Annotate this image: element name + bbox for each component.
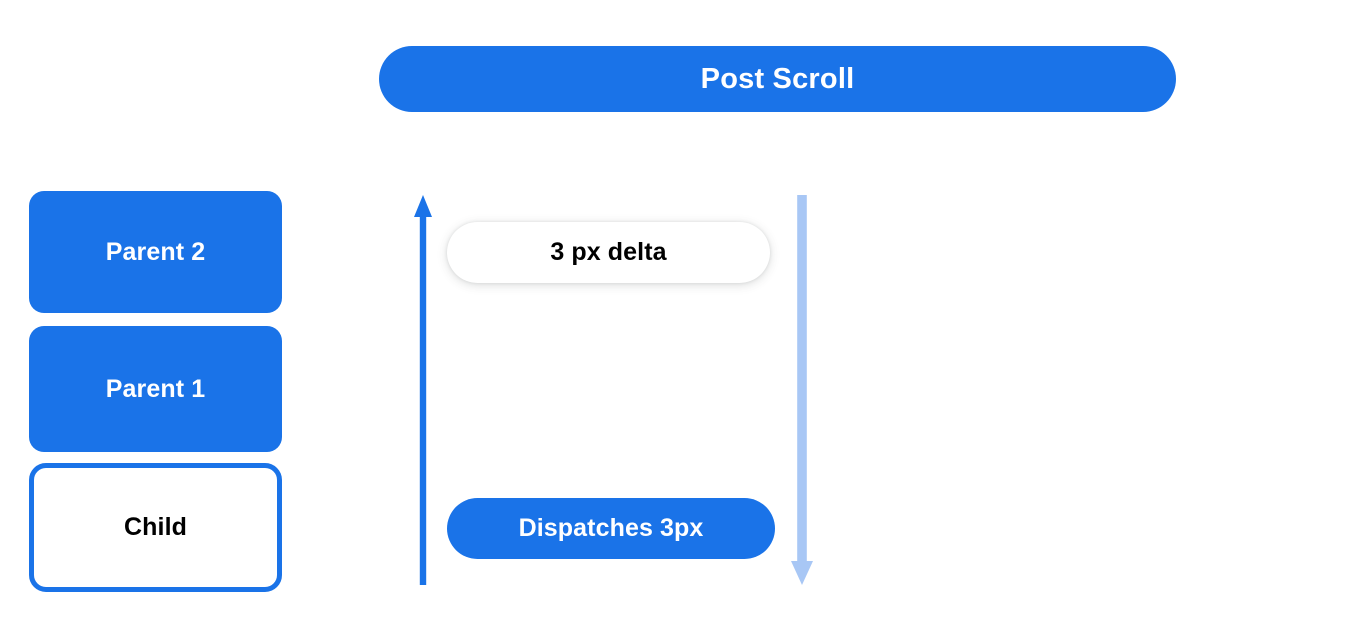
scroll-down-arrow-icon xyxy=(788,193,816,587)
dispatch-callout-chip: Dispatches 3px xyxy=(447,498,775,559)
scroll-chain-box-parent-2: Parent 2 xyxy=(29,191,282,313)
scroll-chain-box-parent-2-label: Parent 2 xyxy=(105,237,206,266)
scroll-chain-box-child: Child xyxy=(29,463,282,592)
scroll-chain-box-parent-1: Parent 1 xyxy=(29,326,282,452)
scroll-chain-box-parent-1-label: Parent 1 xyxy=(105,374,206,403)
scroll-chain-box-child-label: Child xyxy=(124,513,187,541)
scroll-up-arrow-icon xyxy=(411,193,435,587)
post-scroll-title-pill: Post Scroll xyxy=(379,46,1176,112)
delta-callout-chip: 3 px delta xyxy=(447,222,770,283)
page-title: Post Scroll xyxy=(700,62,855,95)
delta-callout-label: 3 px delta xyxy=(550,238,667,266)
dispatch-callout-label: Dispatches 3px xyxy=(518,514,704,542)
